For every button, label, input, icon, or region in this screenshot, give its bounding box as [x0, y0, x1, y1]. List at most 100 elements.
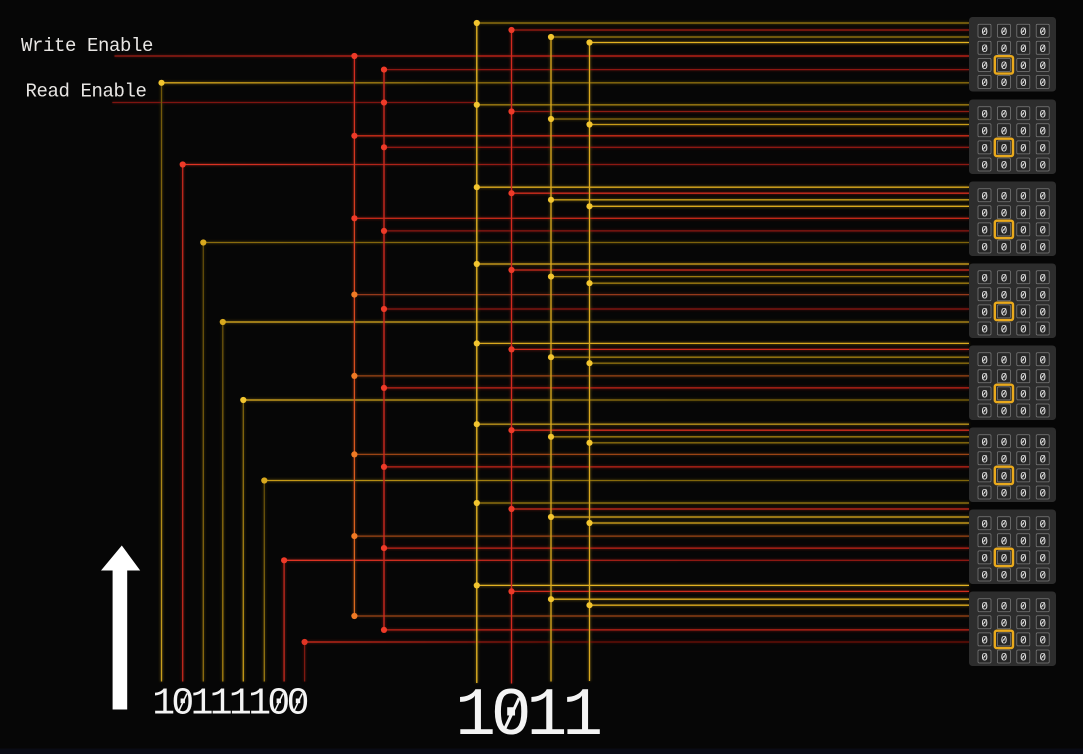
svg-text:0: 0: [1039, 243, 1046, 255]
svg-text:0: 0: [1039, 437, 1046, 449]
svg-text:0: 0: [1020, 454, 1027, 466]
svg-text:0: 0: [1039, 355, 1046, 367]
svg-text:0: 0: [981, 554, 988, 566]
svg-text:0: 0: [1001, 144, 1008, 156]
svg-text:0: 0: [1039, 571, 1046, 583]
svg-text:0: 0: [1039, 226, 1046, 238]
svg-text:0: 0: [1001, 78, 1008, 90]
svg-text:0: 0: [1001, 27, 1008, 39]
svg-text:0: 0: [1020, 78, 1027, 90]
svg-text:0: 0: [1020, 161, 1027, 173]
svg-text:0: 0: [1001, 390, 1008, 402]
svg-text:0: 0: [1001, 437, 1008, 449]
svg-text:0: 0: [981, 407, 988, 419]
svg-text:0: 0: [1001, 554, 1008, 566]
svg-text:0: 0: [1001, 308, 1008, 320]
svg-text:0: 0: [1001, 372, 1008, 384]
svg-text:0: 0: [1039, 273, 1046, 285]
svg-text:0: 0: [981, 290, 988, 302]
svg-text:10111100: 10111100: [152, 683, 309, 726]
svg-text:0: 0: [1039, 161, 1046, 173]
svg-text:0: 0: [981, 653, 988, 665]
svg-text:0: 0: [1001, 472, 1008, 484]
svg-text:1011: 1011: [455, 678, 603, 754]
svg-text:0: 0: [981, 618, 988, 630]
svg-text:0: 0: [1020, 554, 1027, 566]
svg-text:Read Enable: Read Enable: [26, 81, 147, 103]
svg-text:0: 0: [1001, 126, 1008, 138]
svg-text:0: 0: [1039, 44, 1046, 56]
svg-text:0: 0: [981, 44, 988, 56]
svg-text:0: 0: [1020, 243, 1027, 255]
svg-text:0: 0: [1020, 472, 1027, 484]
svg-text:0: 0: [981, 519, 988, 531]
svg-text:0: 0: [981, 78, 988, 90]
svg-text:0: 0: [1020, 390, 1027, 402]
svg-text:0: 0: [1020, 519, 1027, 531]
svg-text:0: 0: [981, 208, 988, 220]
svg-text:0: 0: [1020, 144, 1027, 156]
svg-text:0: 0: [1020, 226, 1027, 238]
svg-text:0: 0: [1039, 290, 1046, 302]
svg-text:0: 0: [1020, 618, 1027, 630]
svg-text:0: 0: [1001, 407, 1008, 419]
svg-text:0: 0: [981, 325, 988, 337]
svg-text:0: 0: [1001, 325, 1008, 337]
svg-text:0: 0: [1039, 636, 1046, 648]
svg-text:0: 0: [1039, 489, 1046, 501]
svg-text:0: 0: [981, 636, 988, 648]
svg-text:0: 0: [981, 273, 988, 285]
svg-text:0: 0: [1001, 601, 1008, 613]
svg-text:0: 0: [1001, 571, 1008, 583]
svg-text:0: 0: [1001, 519, 1008, 531]
svg-text:0: 0: [981, 126, 988, 138]
svg-text:0: 0: [1020, 273, 1027, 285]
svg-text:0: 0: [1039, 618, 1046, 630]
svg-text:0: 0: [981, 489, 988, 501]
svg-text:0: 0: [1001, 243, 1008, 255]
svg-text:0: 0: [1039, 554, 1046, 566]
svg-text:0: 0: [1020, 109, 1027, 121]
svg-text:0: 0: [1020, 126, 1027, 138]
svg-text:Write Enable: Write Enable: [21, 35, 153, 57]
svg-text:0: 0: [981, 61, 988, 73]
svg-text:0: 0: [981, 390, 988, 402]
svg-text:0: 0: [1020, 191, 1027, 203]
svg-text:0: 0: [1001, 290, 1008, 302]
svg-text:0: 0: [1001, 61, 1008, 73]
svg-text:0: 0: [1039, 653, 1046, 665]
svg-text:0: 0: [1001, 618, 1008, 630]
svg-text:0: 0: [1020, 27, 1027, 39]
svg-text:0: 0: [981, 454, 988, 466]
svg-text:0: 0: [1039, 519, 1046, 531]
svg-text:0: 0: [981, 437, 988, 449]
svg-text:0: 0: [1020, 44, 1027, 56]
svg-text:0: 0: [1020, 325, 1027, 337]
svg-text:0: 0: [1039, 308, 1046, 320]
svg-text:0: 0: [981, 243, 988, 255]
svg-text:0: 0: [1020, 372, 1027, 384]
svg-text:0: 0: [981, 191, 988, 203]
svg-text:0: 0: [1020, 601, 1027, 613]
svg-text:0: 0: [981, 226, 988, 238]
svg-text:0: 0: [1020, 61, 1027, 73]
svg-text:0: 0: [1039, 601, 1046, 613]
svg-text:0: 0: [1020, 308, 1027, 320]
svg-text:0: 0: [1001, 489, 1008, 501]
svg-text:0: 0: [1039, 390, 1046, 402]
svg-text:0: 0: [1001, 536, 1008, 548]
svg-text:0: 0: [1039, 472, 1046, 484]
svg-text:0: 0: [1039, 61, 1046, 73]
svg-text:0: 0: [981, 601, 988, 613]
svg-text:0: 0: [1039, 191, 1046, 203]
svg-text:0: 0: [1039, 407, 1046, 419]
svg-text:0: 0: [1039, 27, 1046, 39]
svg-text:0: 0: [1020, 653, 1027, 665]
svg-text:0: 0: [981, 536, 988, 548]
svg-text:0: 0: [981, 109, 988, 121]
svg-text:0: 0: [1020, 571, 1027, 583]
svg-text:0: 0: [1039, 454, 1046, 466]
svg-text:0: 0: [981, 27, 988, 39]
svg-text:0: 0: [981, 472, 988, 484]
svg-text:0: 0: [1001, 208, 1008, 220]
